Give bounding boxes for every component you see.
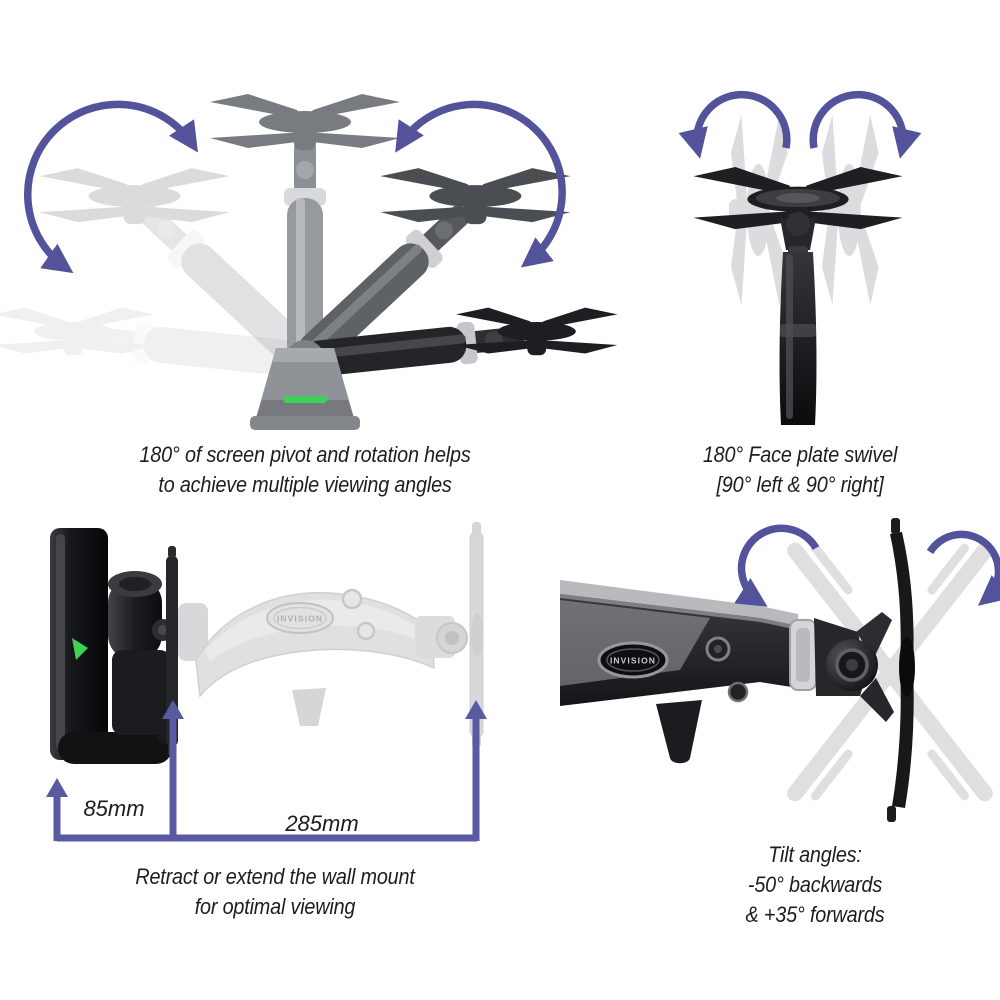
base-pedestal — [250, 340, 360, 430]
brand-text: INVISION — [277, 614, 323, 624]
vesa-plate — [210, 94, 400, 150]
panel-tilt-illustration: INVISION — [560, 518, 1000, 822]
retracted-vesa-plate-edge — [166, 556, 178, 746]
dim-arrow-wall-icon — [46, 778, 68, 797]
tilt-arm: INVISION — [560, 580, 798, 764]
vesa-plate — [39, 168, 230, 225]
extended-arm-ghost: INVISION — [178, 522, 484, 747]
caption-tilt-line1: Tilt angles: — [768, 842, 862, 867]
caption-pivot-line1: 180° of screen pivot and rotation helps — [139, 442, 471, 467]
caption-swivel: 180° Face plate swivel [90° left & 90° r… — [656, 440, 944, 500]
measure-retracted-label: 85mm — [83, 796, 144, 821]
ghost-plate-right — [819, 115, 879, 305]
wall-bracket — [50, 528, 173, 764]
caption-tilt-line3: & +35° forwards — [745, 902, 885, 927]
dim-arrow-extended-icon — [465, 700, 487, 719]
caption-tilt-line2: -50° backwards — [747, 872, 883, 897]
face-plate-edge — [887, 518, 915, 822]
caption-pivot-line2: to achieve multiple viewing angles — [158, 472, 452, 497]
caption-tilt: Tilt angles: -50° backwards & +35° forwa… — [698, 840, 932, 930]
vesa-plate — [380, 168, 571, 225]
swivel-arrow-left-icon — [678, 90, 791, 159]
swivel-arrow-right-icon — [809, 90, 922, 159]
tilt-arrow-forward-icon — [926, 530, 1000, 606]
arm-fin — [656, 700, 702, 764]
caption-swivel-line2: [90° left & 90° right] — [716, 472, 884, 497]
invision-logo-badge: INVISION — [597, 641, 669, 679]
arm-position-left-horizontal — [0, 307, 308, 377]
caption-pivot: 180° of screen pivot and rotation helps … — [80, 440, 530, 500]
tilt-arrow-backward-icon — [734, 524, 820, 607]
release-lever — [72, 638, 88, 660]
caption-swivel-line1: 180° Face plate swivel — [702, 442, 898, 467]
retracted-arm — [108, 546, 178, 756]
brand-text: INVISION — [610, 656, 656, 666]
arm-position-vertical — [210, 94, 400, 362]
dim-arrow-retracted-icon — [162, 700, 184, 719]
panel-extend-illustration: INVISION 85mm 285mm — [46, 522, 487, 842]
arm-position-right-horizontal — [302, 307, 618, 377]
face-plate — [693, 167, 903, 232]
caption-extend-line1: Retract or extend the wall mount — [135, 864, 415, 889]
pivot-arrow-left-icon — [24, 100, 198, 274]
caption-extend: Retract or extend the wall mount for opt… — [68, 862, 482, 922]
dimension-lines: 85mm 285mm — [46, 700, 487, 842]
ghost-tilted-plates — [787, 542, 993, 802]
level-indicator — [283, 396, 327, 403]
panel-swivel-illustration — [678, 90, 922, 425]
invision-logo-badge: INVISION — [266, 602, 334, 634]
swivel-arm — [779, 212, 817, 425]
measure-extended-label: 285mm — [284, 811, 358, 836]
pivot-arrow-right-icon — [395, 100, 566, 268]
caption-extend-line2: for optimal viewing — [194, 894, 356, 919]
panel-pivot-illustration — [0, 94, 618, 430]
tilt-hinge — [789, 612, 894, 722]
